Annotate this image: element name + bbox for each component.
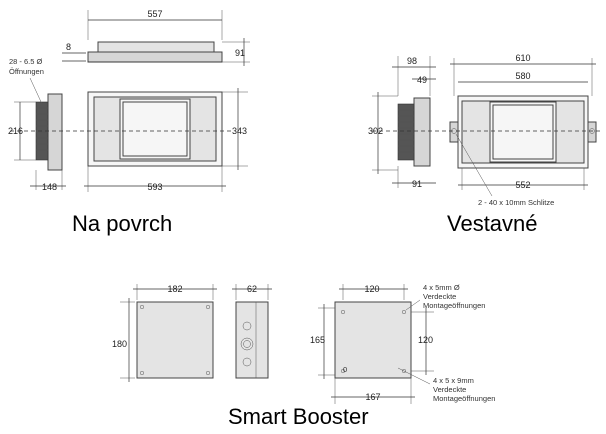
dim-148-label: 148 (42, 182, 57, 192)
dim-180: 180 (112, 298, 135, 382)
dim-343-label: 343 (232, 126, 247, 136)
dim-62-label: 62 (247, 284, 257, 294)
dim-49: 49 (412, 75, 436, 85)
dim-8-label: 8 (66, 42, 71, 52)
note2-line3: Montageöffnungen (433, 394, 495, 403)
recessed-caption: Vestavné (447, 211, 538, 236)
dim-593-label: 593 (147, 182, 162, 192)
surface-mount-group: 557 8 91 28 - 6. (8, 9, 250, 236)
dim-98-label: 98 (407, 56, 417, 66)
dim-120-right: 120 (411, 308, 434, 375)
dim-91-label: 91 (235, 48, 245, 58)
slots-label: 2 - 40 x 10mm Schlitze (478, 198, 554, 207)
booster-front-view (136, 301, 214, 379)
recessed-front-view (449, 95, 597, 169)
note2-line2: Verdeckte (433, 385, 466, 394)
dim-302: 302 (368, 92, 398, 174)
dim-557: 557 (87, 9, 223, 40)
dim-62: 62 (232, 284, 272, 300)
dim-216-label: 216 (8, 126, 23, 136)
surface-holes-note: 28 - 6.5 Ø Öffnungen (9, 57, 44, 105)
note1-line1: 4 x 5mm Ø (423, 283, 460, 292)
booster-side-view (235, 301, 269, 379)
holes-text-label: Öffnungen (9, 67, 44, 76)
booster-note-holes: 4 x 5mm Ø Verdeckte Montageöffnungen (405, 283, 485, 311)
dim-557-label: 557 (147, 9, 162, 19)
dim-167-label: 167 (365, 392, 380, 402)
dim-98: 98 (392, 56, 436, 96)
recessed-slots-note: 2 - 40 x 10mm Schlitze (455, 133, 554, 207)
dim-120-top-label: 120 (364, 284, 379, 294)
dim-165: 165 (310, 304, 335, 379)
note2-line1: 4 x 5 x 9mm (433, 376, 474, 385)
dim-148: 148 (30, 170, 66, 192)
recessed-side-view (397, 97, 431, 167)
dim-180-label: 180 (112, 339, 127, 349)
dim-91-recessed-label: 91 (412, 179, 422, 189)
dim-91-surface: 91 (222, 38, 250, 66)
note1-line2: Verdeckte (423, 292, 456, 301)
dim-182: 182 (133, 284, 217, 300)
recessed-group: 98 49 302 (368, 53, 600, 236)
dim-120-right-label: 120 (418, 335, 433, 345)
booster-caption: Smart Booster (228, 404, 369, 429)
dim-552: 552 (458, 168, 588, 190)
dim-165-label: 165 (310, 335, 325, 345)
dim-580-label: 580 (515, 71, 530, 81)
surface-side-view (35, 93, 63, 171)
dim-120-top: 120 (339, 284, 408, 300)
dim-610-label: 610 (515, 53, 530, 63)
dim-91-recessed: 91 (392, 166, 436, 189)
holes-dim-label: 28 - 6.5 Ø (9, 57, 43, 66)
booster-back-view: 0 (334, 301, 412, 379)
booster-group: 182 180 62 (112, 283, 495, 429)
dim-593: 593 (84, 166, 226, 192)
note1-line3: Montageöffnungen (423, 301, 485, 310)
dim-552-label: 552 (515, 180, 530, 190)
dim-610: 610 (450, 53, 596, 96)
dim-49-label: 49 (417, 75, 427, 85)
surface-top-profile (87, 41, 223, 63)
dim-182-label: 182 (167, 284, 182, 294)
dim-580: 580 (458, 71, 588, 83)
dim-8: 8 (62, 42, 86, 62)
dim-167: 167 (331, 378, 415, 404)
surface-front-view (87, 91, 223, 167)
booster-note-slots: 4 x 5 x 9mm Verdeckte Montageöffnungen (397, 367, 495, 403)
surface-caption: Na povrch (72, 211, 172, 236)
dim-343: 343 (222, 88, 248, 170)
booster-mark-0: 0 (343, 365, 347, 374)
